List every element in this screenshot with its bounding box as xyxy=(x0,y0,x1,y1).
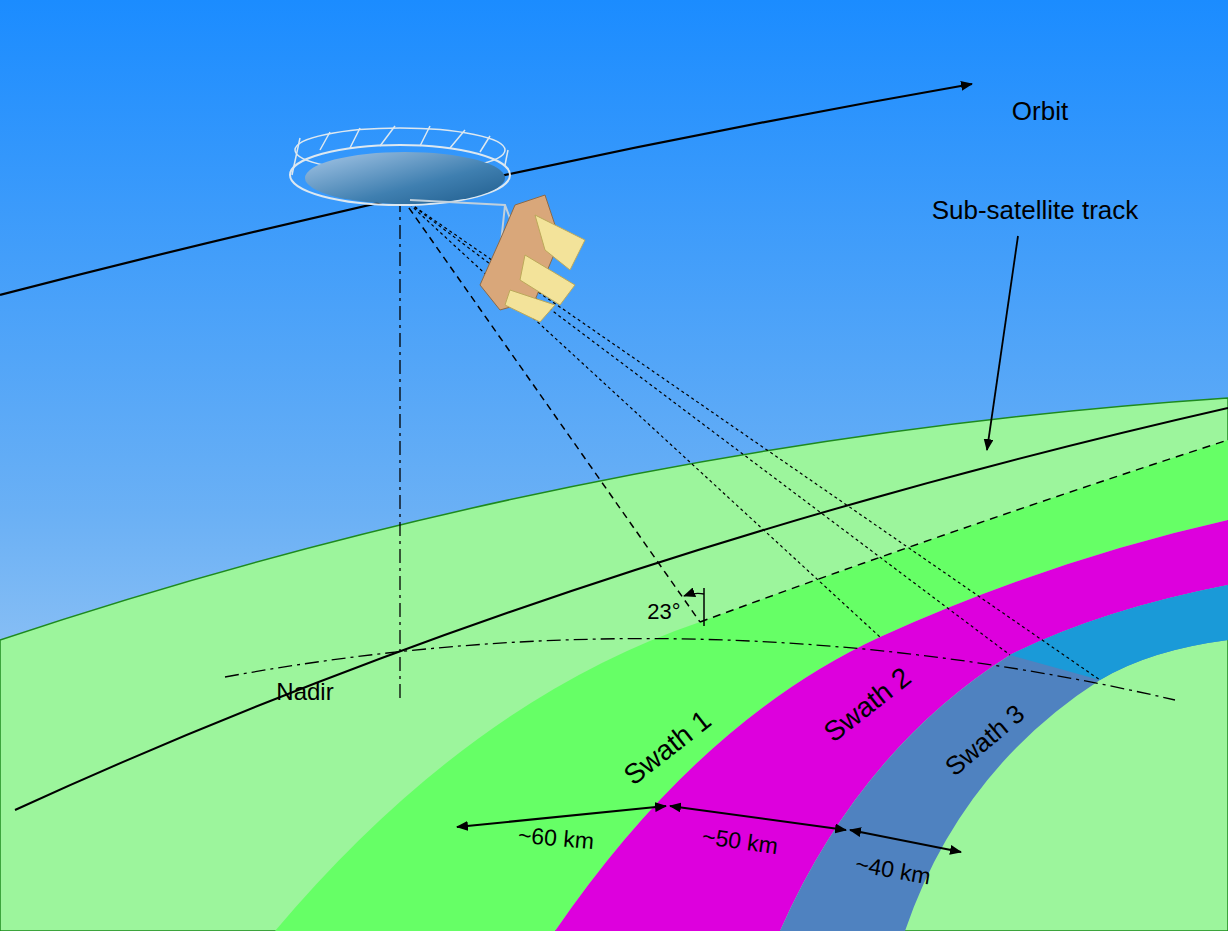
orbit-line xyxy=(0,84,972,295)
dimension-arrow xyxy=(670,806,846,830)
leader-line xyxy=(987,236,1018,450)
track-label: Sub-satellite track xyxy=(932,195,1139,226)
earth xyxy=(0,398,1228,931)
swath-band xyxy=(555,520,1228,931)
beam-line xyxy=(405,200,880,637)
dimension-arrow xyxy=(850,830,961,852)
angle-label: 23° xyxy=(647,599,680,625)
satellite xyxy=(290,126,585,322)
ground-track xyxy=(15,408,1228,810)
angle-arc xyxy=(684,593,704,596)
nadir-line xyxy=(399,198,400,700)
swath-band xyxy=(780,585,1228,931)
swath-band xyxy=(1010,585,1228,680)
cross-track-line xyxy=(225,639,1175,700)
swath-edge xyxy=(700,440,1228,622)
nadir-label: Nadir xyxy=(276,678,333,706)
swath-band xyxy=(275,440,1228,931)
dimension-arrow xyxy=(457,806,666,827)
orbit-label: Orbit xyxy=(1012,96,1068,127)
